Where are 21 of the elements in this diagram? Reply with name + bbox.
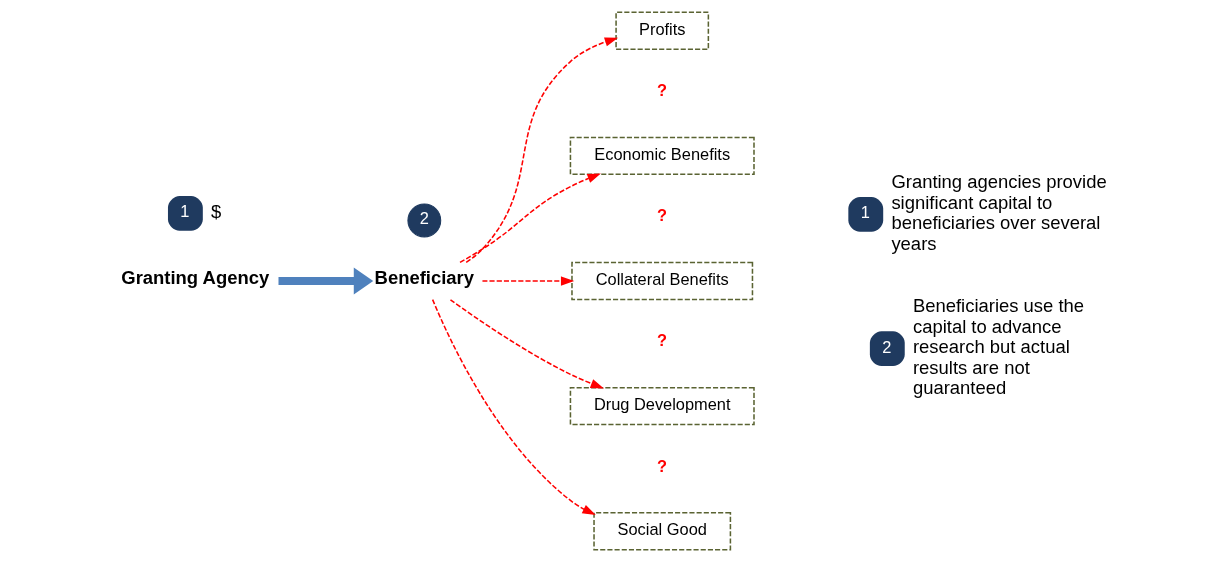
arrow	[481, 276, 574, 286]
node-label: $	[210, 200, 221, 222]
node-text: Granting Agency	[120, 267, 269, 289]
node-text: Beneficiary	[374, 267, 474, 289]
arrow	[458, 173, 601, 264]
node-box: Collateral Benefits	[570, 261, 753, 301]
arrow	[278, 267, 373, 295]
node-box: Drug Development	[569, 386, 755, 426]
label: ?	[656, 456, 667, 475]
node-circle: 2	[406, 203, 441, 238]
arrow	[464, 37, 618, 264]
label: ?	[656, 81, 667, 100]
arrow	[431, 298, 596, 516]
node-box: Profits	[614, 11, 709, 50]
node-label: Granting agencies provide significant capital to beneficiaries over several years	[890, 171, 1107, 254]
label: ?	[656, 206, 667, 225]
label: ?	[656, 331, 667, 350]
node-label: Beneficiaries use the capital to advance research but actual results are not guaranteed	[912, 295, 1084, 399]
node-box: Social Good	[592, 512, 731, 551]
node-box: Economic Benefits	[569, 136, 755, 176]
arrow	[449, 299, 604, 389]
